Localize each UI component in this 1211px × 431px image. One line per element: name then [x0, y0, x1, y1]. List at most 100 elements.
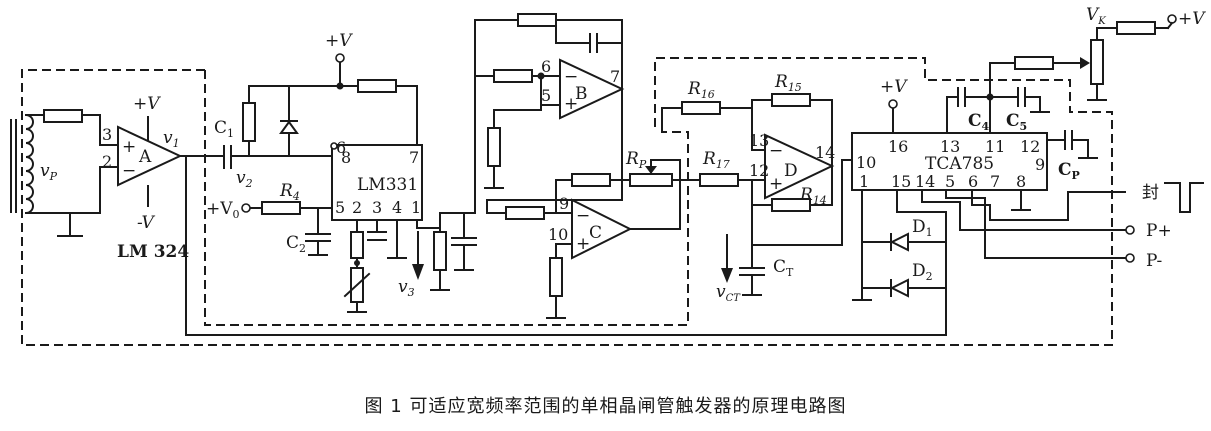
pin-a-3: 3: [102, 125, 112, 144]
opamp-c: RP − + C 9 10: [486, 149, 689, 319]
opamp-a-minus-sign: −: [122, 161, 136, 181]
resistor-v2-bias: [242, 102, 256, 142]
tca-pin-5: 5: [945, 172, 955, 191]
resistor-lm331-2: [350, 231, 364, 259]
v2-label: v2: [236, 168, 253, 190]
rp-label: RP: [625, 149, 647, 171]
lm331-pin-3: 3: [372, 198, 382, 217]
opamp-a: + − A +V -V LM 324 v1: [117, 94, 189, 262]
tca-pin-13: 13: [940, 137, 960, 156]
opamp-d: R17 R16 R15 − + D 13 12 14 R14 CT vCT: [661, 72, 853, 304]
resistor-c-ground: [549, 257, 563, 297]
tca-pin-15: 15: [891, 172, 911, 191]
lm331-pin-6: 6: [336, 138, 346, 157]
vp-label: vP: [40, 161, 58, 183]
pin-d-14: 14: [815, 143, 835, 162]
tca-pin-16: 16: [888, 137, 908, 156]
outputs: 封 P+ P-: [1125, 182, 1204, 271]
resistor-b-ground: [487, 127, 501, 167]
tca785: TCA785 16 13 11 12 10 9 1 15 14 5 6 7 8 …: [185, 5, 1206, 336]
dashed-boundaries: [21, 57, 1113, 346]
resistor-c-in: [505, 206, 545, 220]
vct-label: vCT: [716, 282, 741, 304]
minus-v-a: -V: [137, 213, 156, 233]
v3-label: v3: [398, 277, 415, 299]
tca-pin-12: 12: [1020, 137, 1040, 156]
tca-pin-9: 9: [1035, 155, 1045, 174]
vk-label: VK: [1086, 5, 1106, 27]
figure-caption: 图 1 可适应宽频率范围的单相晶闸管触发器的原理电路图: [364, 396, 847, 417]
resistor-lm331-7: [357, 79, 397, 93]
opamp-d-minus-sign: −: [769, 141, 783, 161]
lm331-pin-7: 7: [409, 148, 419, 167]
r17-label: R17: [702, 149, 730, 171]
lm324-label: LM 324: [117, 242, 189, 262]
resistor-lm331-out: [433, 231, 447, 271]
opamp-b-minus-sign: −: [564, 67, 578, 87]
opamp-d-label: D: [784, 161, 798, 181]
pin-b-7: 7: [610, 67, 620, 86]
r16-label: R16: [687, 79, 715, 101]
tca-pin-8: 8: [1016, 172, 1026, 191]
pin-a-2: 2: [102, 152, 112, 171]
output-pplus-label: P+: [1146, 221, 1172, 241]
tca-pin-1: 1: [859, 172, 869, 191]
lm331-pin-1: 1: [411, 198, 421, 217]
opamp-b: − + B 6 5 7: [474, 13, 625, 214]
tca-pin-10: 10: [856, 153, 876, 172]
opamp-c-plus-sign: +: [576, 234, 590, 254]
tca-pin-11: 11: [985, 137, 1005, 156]
d1-label: D1: [912, 217, 933, 239]
potentiometer-rp: [629, 173, 673, 187]
pin-c-9: 9: [559, 194, 569, 213]
resistor-r16: [681, 101, 721, 115]
c1-label: C1: [214, 118, 234, 140]
c4-label: C4: [968, 111, 990, 133]
d2-label: D2: [912, 261, 933, 283]
plus-v-a: +V: [133, 94, 161, 114]
resistor-r17: [699, 173, 739, 187]
resistor-b-in: [493, 69, 533, 83]
resistor-c-feedback: [571, 173, 611, 187]
opamp-d-plus-sign: +: [769, 174, 783, 194]
potentiometer-vk: [1090, 39, 1104, 85]
opamp-b-label: B: [575, 84, 588, 104]
lm331-pin-5: 5: [335, 198, 345, 217]
pin-c-10: 10: [548, 225, 568, 244]
tca-pin-7: 7: [990, 172, 1000, 191]
resistor-input: [43, 109, 83, 123]
lm331-pin-2: 2: [352, 198, 362, 217]
pin-d-13: 13: [749, 131, 769, 150]
plus-v-lm331: +V: [325, 31, 353, 51]
lm331: LM331 6 8 7 5 2 3 4 1 +V0 R4 C2: [206, 138, 477, 313]
pin-b-6: 6: [541, 57, 551, 76]
c5-label: C5: [1006, 111, 1027, 133]
opamp-c-minus-sign: −: [576, 206, 590, 226]
plus-v-vk: +V: [1178, 9, 1206, 29]
resistor-r4: [261, 201, 301, 215]
ct-label: CT: [773, 257, 794, 279]
r15-label: R15: [774, 72, 802, 94]
opamp-c-label: C: [589, 223, 602, 243]
tca-pin-6: 6: [968, 172, 978, 191]
output-feng-label: 封: [1142, 183, 1159, 203]
pin-b-5: 5: [541, 86, 551, 105]
c2-label: C2: [286, 233, 306, 255]
tca785-label: TCA785: [925, 154, 994, 174]
opamp-b-plus-sign: +: [564, 94, 578, 114]
input-transformer: vP 3 2: [10, 109, 119, 237]
resistor-b-feedback: [517, 13, 557, 27]
plus-v-tca: +V: [880, 77, 908, 97]
plus-v0-label: +V0: [206, 199, 240, 221]
tca-pin-14: 14: [915, 172, 935, 191]
r14-label: R14: [799, 185, 827, 207]
pin-d-12: 12: [749, 161, 769, 180]
output-pminus-label: P-: [1146, 251, 1162, 271]
resistor-r15: [771, 93, 811, 107]
resistor-vk-top: [1116, 21, 1156, 35]
r4-label: R4: [279, 181, 300, 203]
opamp-a-plus-sign: +: [122, 137, 136, 157]
resistor-vk: [1014, 56, 1054, 70]
cp-label: CP: [1058, 160, 1080, 182]
